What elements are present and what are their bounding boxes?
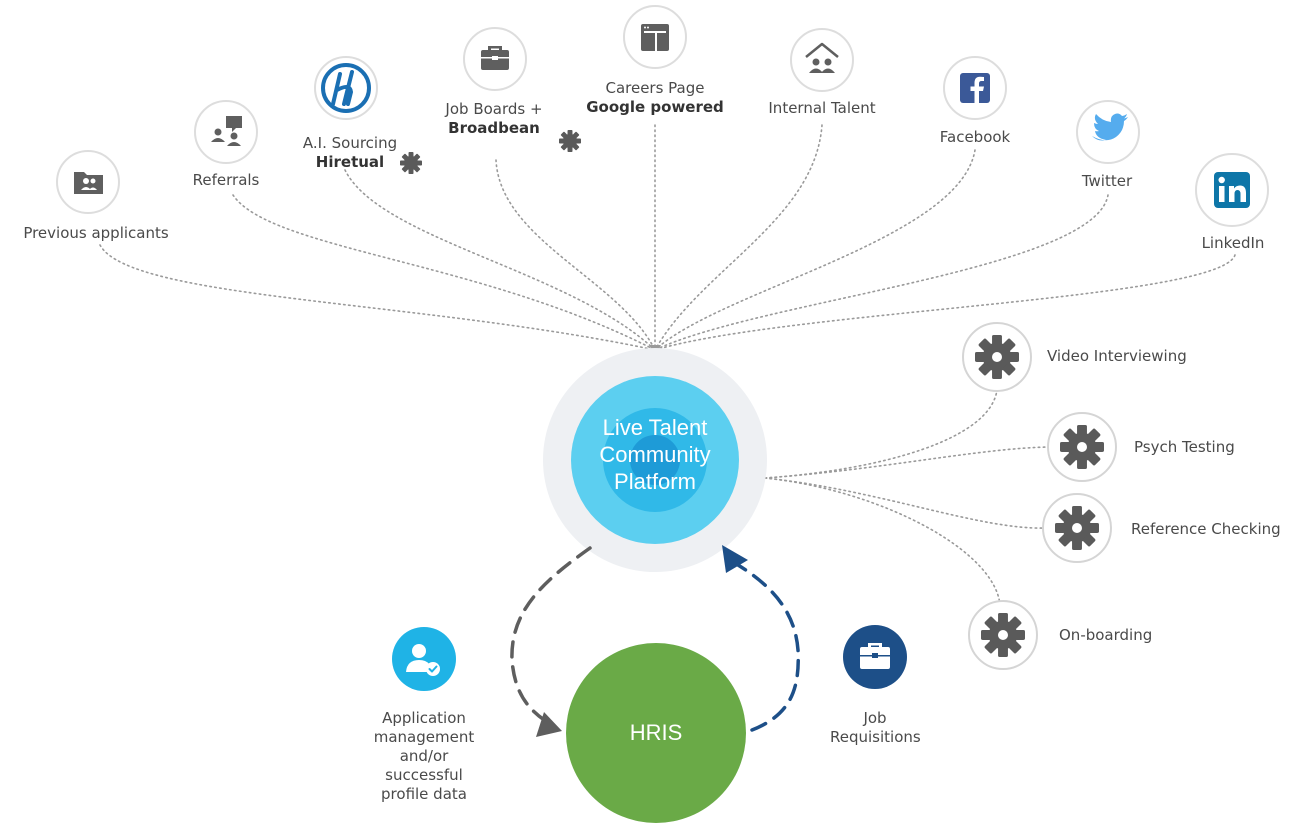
source-connectors (99, 124, 1236, 351)
tool-reference-checking[interactable] (1042, 493, 1112, 563)
ai-sourcing-title: A.I. Sourcing (302, 134, 398, 152)
source-job-boards[interactable] (463, 27, 527, 91)
house-people-icon (805, 42, 839, 73)
twitter-icon (1092, 113, 1128, 141)
on-boarding-label: On-boarding (1059, 626, 1153, 644)
connector-job-boards (495, 159, 656, 351)
careers-page-label: Careers Page Google powered (586, 79, 724, 117)
source-referrals[interactable] (194, 100, 258, 164)
facebook-label: Facebook (939, 128, 1011, 146)
source-internal-talent[interactable] (790, 28, 854, 92)
referrals-label: Referrals (192, 171, 260, 189)
source-facebook[interactable] (943, 56, 1007, 120)
internal-talent-label: Internal Talent (768, 99, 876, 117)
live-talent-platform (543, 348, 767, 572)
flow-to-platform-arrowhead (722, 545, 748, 573)
platform-label-line3: Platform (614, 469, 696, 494)
hiretual-logo (321, 63, 371, 113)
tool-on-boarding[interactable] (968, 600, 1038, 670)
application-management-label: Application management and/or successful… (373, 709, 475, 803)
linkedin-label: LinkedIn (1201, 234, 1265, 252)
platform-label-line2: Community (599, 442, 711, 467)
facebook-icon (960, 73, 990, 103)
job-boards-provider: Broadbean (448, 119, 540, 137)
flow-to-platform (736, 563, 800, 732)
previous-applicants-label: Previous applicants (23, 224, 169, 242)
linkedin-icon (1214, 172, 1250, 208)
platform-label-line1: Live Talent (602, 415, 708, 440)
connector-psych-testing (764, 446, 1051, 479)
source-careers-page[interactable] (623, 5, 687, 69)
job-boards-title: Job Boards + (445, 100, 543, 118)
tool-connectors (764, 389, 1051, 606)
ai-sourcing-gear-icon (400, 152, 422, 174)
source-twitter[interactable] (1076, 100, 1140, 164)
referral-chat-icon (211, 116, 242, 146)
psych-testing-label: Psych Testing (1134, 438, 1235, 456)
flow-to-hris-arrowhead (536, 712, 562, 737)
careers-page-provider: Google powered (586, 98, 724, 116)
user-check-icon (406, 644, 440, 676)
job-requisitions-label: Job Requisitions (830, 709, 921, 746)
connector-internal-talent (654, 124, 823, 351)
connector-previous-applicants (99, 244, 656, 351)
contacts-folder-icon (74, 172, 103, 194)
source-previous-applicants[interactable] (56, 150, 120, 214)
connector-facebook (654, 149, 976, 351)
job-boards-label: Job Boards + Broadbean (445, 100, 542, 138)
connector-linkedin (654, 254, 1236, 351)
job-boards-gear-icon (559, 130, 581, 152)
ai-sourcing-label: A.I. Sourcing Hiretual (303, 134, 397, 172)
source-ai-sourcing[interactable] (314, 56, 378, 120)
source-linkedin[interactable] (1195, 153, 1269, 227)
browser-window-icon (641, 24, 669, 51)
platform-core (630, 435, 680, 485)
video-interviewing-label: Video Interviewing (1047, 347, 1187, 365)
twitter-label: Twitter (1081, 172, 1133, 190)
platform-label: Live Talent Community Platform (571, 414, 739, 495)
tool-video-interviewing[interactable] (962, 322, 1032, 392)
hris-label: HRIS (629, 720, 683, 745)
connector-referrals (232, 194, 656, 351)
ai-sourcing-provider: Hiretual (315, 153, 385, 171)
tool-psych-testing[interactable] (1047, 412, 1117, 482)
careers-page-title: Careers Page (605, 79, 705, 97)
job-requisitions-icon (843, 625, 907, 689)
application-management-icon (392, 627, 456, 691)
reference-checking-label: Reference Checking (1131, 520, 1281, 538)
connector-reference-checking (764, 477, 1046, 529)
connector-twitter (654, 194, 1109, 351)
briefcase-icon (481, 46, 509, 70)
connector-ai-sourcing (344, 169, 656, 351)
briefcase-icon (860, 643, 890, 669)
connector-on-boarding (764, 477, 1001, 606)
hris-circle (566, 643, 746, 823)
flow-to-hris (510, 546, 592, 729)
connector-video-interviewing (764, 389, 998, 479)
